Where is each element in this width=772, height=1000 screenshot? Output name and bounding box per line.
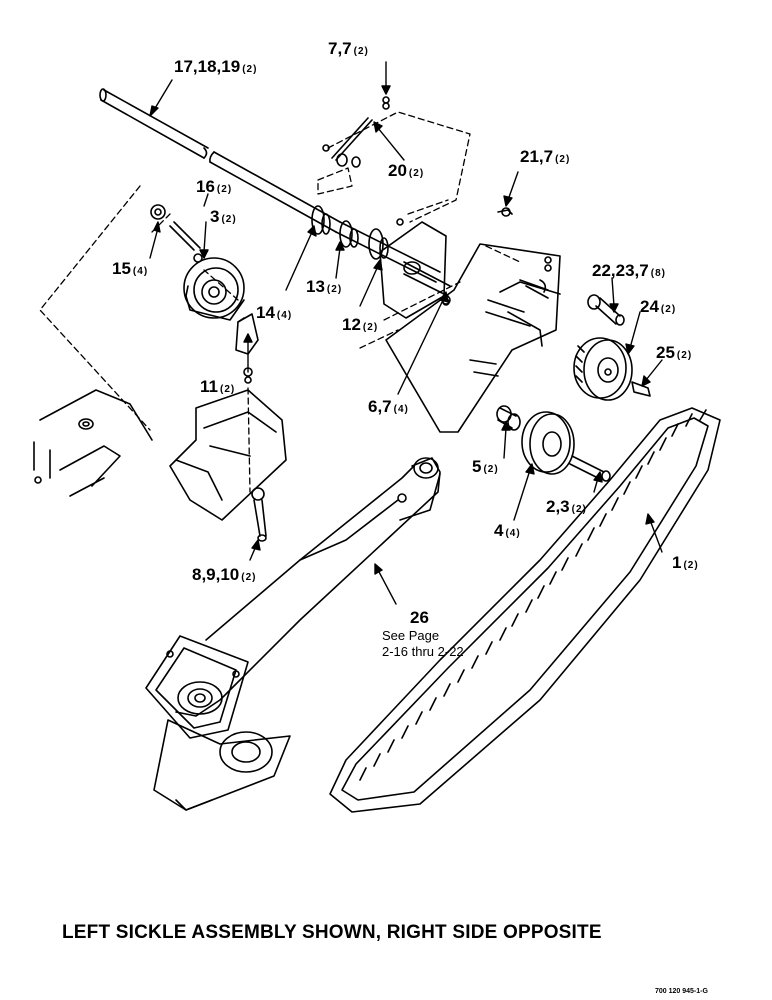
callout-11: 11(2) [200, 378, 235, 395]
timing-belt [329, 407, 721, 813]
callout-4: 4(4) [494, 522, 521, 539]
callout-label: 15 [112, 259, 131, 278]
callout-label: 17,18,19 [174, 57, 241, 76]
gearbox-housing [145, 635, 291, 811]
callout-20: 20(2) [388, 162, 424, 179]
callout-qty: (2) [221, 214, 237, 225]
callout-qty: (2) [683, 560, 699, 571]
callout-6-7: 6,7(4) [368, 398, 409, 415]
callout-1: 1(2) [672, 554, 699, 571]
callout-label: 12 [342, 315, 361, 334]
callout-24: 24(2) [640, 298, 676, 315]
bracket-11 [235, 313, 259, 384]
callout-15: 15(4) [112, 260, 148, 277]
callout-label: 8,9,10 [192, 565, 240, 584]
callout-label: 22,23,7 [592, 261, 649, 280]
reference-line-2: 2-16 thru 2-22 [382, 644, 464, 659]
callout-label: 16 [196, 177, 215, 196]
callout-13: 13(2) [306, 278, 342, 295]
callout-qty: (2) [362, 322, 379, 333]
drawing-number: 700 120 945-1-G [655, 988, 708, 995]
bolt-15-16 [150, 204, 203, 263]
leader-lines [149, 61, 663, 605]
callout-qty: (2) [242, 64, 258, 75]
mounting-plate [385, 243, 561, 433]
callout-label: 4 [494, 521, 504, 540]
callout-qty: (2) [216, 184, 233, 195]
callout-14: 14(4) [256, 304, 292, 321]
callout-label: 20 [388, 161, 407, 180]
callout-12: 12(2) [342, 316, 378, 333]
callout-2-3: 2,3(2) [546, 498, 587, 515]
callout-label: 11 [200, 377, 218, 396]
callout-22-23-7: 22,23,7(8) [592, 262, 666, 279]
bolt-22 [587, 294, 625, 326]
callout-label: 21,7 [520, 147, 554, 166]
callout-qty: (2) [241, 572, 257, 583]
callout-label: 5 [472, 457, 482, 476]
callout-label: 3 [210, 207, 220, 226]
callout-label: 1 [672, 553, 682, 572]
callout-qty: (2) [326, 284, 343, 295]
callout-label: 6,7 [368, 397, 392, 416]
reference-line-1: See Page [382, 628, 440, 643]
callout-qty: (2) [571, 504, 587, 515]
callout-qty: (2) [555, 154, 571, 165]
callout-label: 13 [306, 277, 325, 296]
bearing-plate [379, 218, 451, 319]
callout-qty: (2) [483, 464, 499, 475]
callout-qty: (2) [219, 384, 236, 395]
callout-qty: (2) [660, 304, 677, 315]
callout-qty: (4) [505, 528, 521, 539]
reference-number: 26 [410, 608, 429, 627]
support-bracket [169, 389, 287, 542]
idler-pulley-4 [496, 405, 611, 482]
callout-qty: (2) [353, 46, 369, 57]
idler-pulley-3 [183, 257, 245, 321]
callout-qty: (4) [393, 404, 409, 415]
callout-qty: (4) [276, 310, 293, 321]
left-frame [33, 389, 153, 497]
callout-label: 25 [656, 343, 675, 362]
bolt-20 [322, 96, 390, 168]
drive-pulley-24 [573, 337, 633, 401]
callout-16: 16(2) [196, 178, 232, 195]
callout-qty: (8) [650, 268, 666, 279]
dashed-outline-left [39, 185, 251, 493]
callout-qty: (2) [676, 350, 693, 361]
callout-label: 24 [640, 297, 659, 316]
reference-note-26: 26 See Page 2-16 thru 2-22 [382, 608, 464, 660]
callout-21-7: 21,7(2) [520, 148, 570, 165]
callout-qty: (4) [132, 266, 149, 277]
callout-label: 7,7 [328, 39, 352, 58]
callout-7-7: 7,7(2) [328, 40, 369, 57]
callout-label: 2,3 [546, 497, 570, 516]
callout-3: 3(2) [210, 208, 237, 225]
callout-5: 5(2) [472, 458, 499, 475]
callout-25: 25(2) [656, 344, 692, 361]
callout-17-18-19: 17,18,19(2) [174, 58, 257, 75]
bolt-21 [497, 207, 513, 217]
bearing-stack [311, 205, 389, 260]
callout-8-9-10: 8,9,10(2) [192, 566, 257, 583]
callout-qty: (2) [408, 168, 425, 179]
figure-caption: LEFT SICKLE ASSEMBLY SHOWN, RIGHT SIDE O… [62, 922, 602, 943]
sickle-drive-arm [175, 457, 441, 717]
callout-label: 14 [256, 303, 275, 322]
